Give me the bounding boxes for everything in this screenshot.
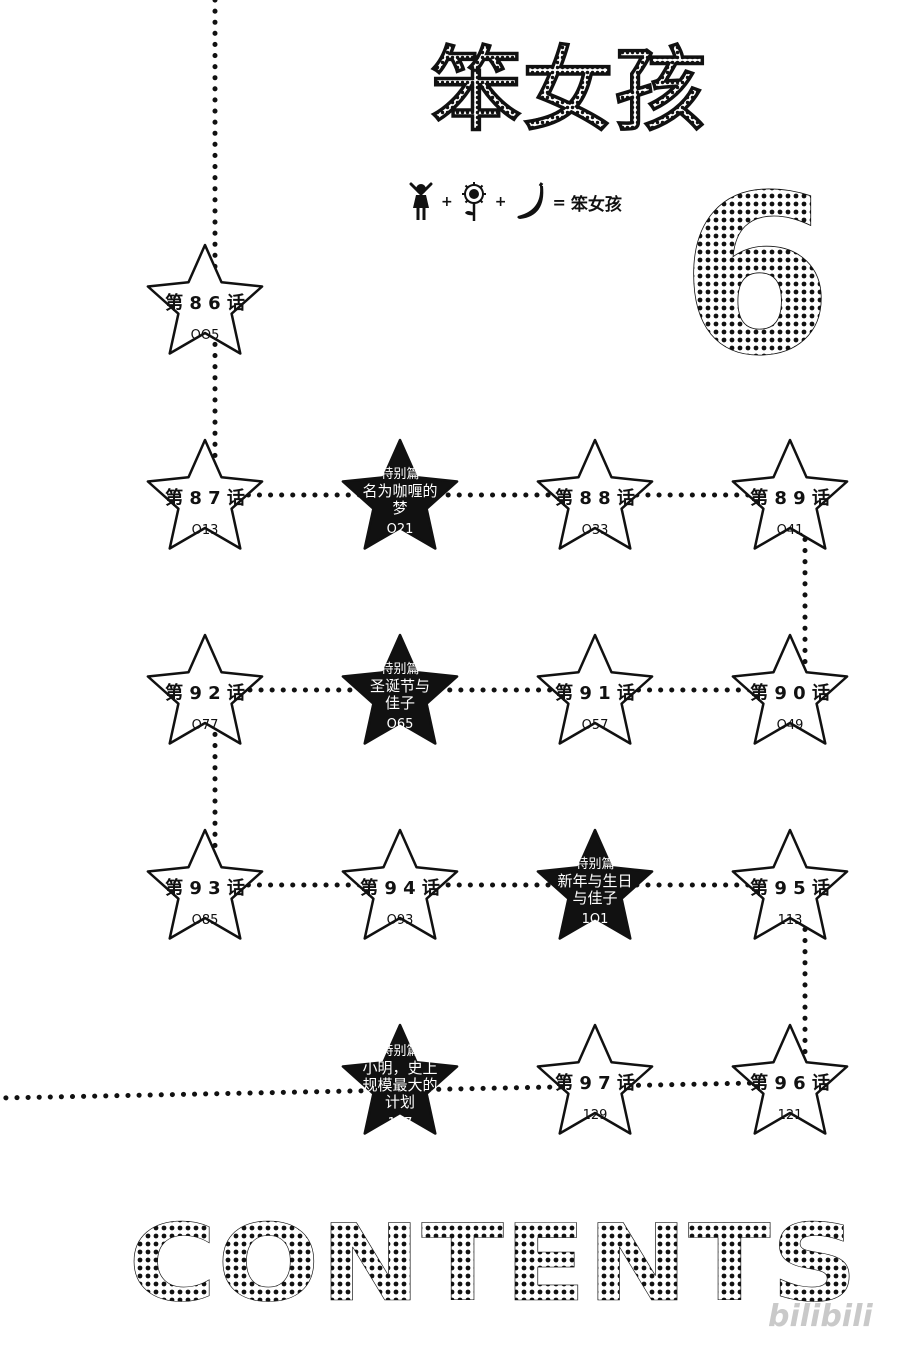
chapter-page: O57 bbox=[582, 718, 609, 733]
chapter-title: 第 8 6 话 bbox=[165, 292, 245, 314]
chapter-title: 第 9 1 话 bbox=[555, 682, 635, 704]
chapter-title: 第 9 7 话 bbox=[555, 1072, 635, 1094]
special-title-line: 佳子 bbox=[385, 694, 415, 712]
banana-icon bbox=[517, 182, 544, 219]
sunflower-icon bbox=[461, 182, 486, 221]
contents-label: CONTENTS bbox=[128, 1202, 858, 1325]
star-shape bbox=[341, 633, 459, 745]
chapter-page: O49 bbox=[777, 718, 804, 733]
chapter-page: 113 bbox=[778, 913, 803, 928]
plus-sign: + bbox=[494, 194, 507, 210]
chapter-page: O85 bbox=[192, 913, 219, 928]
chapter-title: 第 9 4 话 bbox=[360, 877, 440, 899]
chapter-page: 121 bbox=[778, 1108, 803, 1123]
chapter-star: 第 9 5 话 113 bbox=[731, 828, 849, 940]
chapter-page: OO5 bbox=[191, 328, 220, 343]
special-title-line: 规模最大的 bbox=[362, 1076, 437, 1094]
girl-figure-icon bbox=[409, 182, 433, 220]
special-title-line: 圣诞节与 bbox=[370, 677, 430, 695]
chapter-page: O21 bbox=[387, 522, 414, 537]
star-shape bbox=[341, 438, 459, 550]
star-shape bbox=[146, 243, 264, 355]
star-shape bbox=[536, 1023, 654, 1135]
special-title-line: 与佳子 bbox=[572, 889, 617, 907]
special-label: 特别篇 bbox=[380, 662, 419, 677]
star-shape bbox=[536, 633, 654, 745]
bilibili-watermark: bilibili bbox=[768, 1299, 873, 1334]
star-shape bbox=[146, 828, 264, 940]
star-shape bbox=[146, 438, 264, 550]
chapter-star: 第 8 6 话 OO5 bbox=[146, 243, 264, 355]
chapter-star: 第 9 1 话 O57 bbox=[536, 633, 654, 745]
special-title-line: 名为咖喱的 bbox=[362, 482, 437, 500]
special-title-line: 新年与生日 bbox=[557, 872, 632, 890]
chapter-star: 第 8 7 话 O13 bbox=[146, 438, 264, 550]
chapter-title: 第 8 8 话 bbox=[555, 487, 635, 509]
chapter-title: 第 8 9 话 bbox=[750, 487, 830, 509]
equals-sign: = bbox=[552, 192, 565, 212]
chapter-star: 第 8 9 话 O41 bbox=[731, 438, 849, 550]
chapter-star: 第 9 4 话 O93 bbox=[341, 828, 459, 940]
chapter-title: 第 9 0 话 bbox=[750, 682, 830, 704]
chapter-star: 第 9 2 话 O77 bbox=[146, 633, 264, 745]
plus-sign: + bbox=[441, 194, 453, 210]
chapter-title: 第 9 3 话 bbox=[165, 877, 245, 899]
special-label: 特别篇 bbox=[380, 1044, 419, 1059]
special-label: 特别篇 bbox=[380, 467, 419, 482]
chapter-page: O13 bbox=[192, 523, 219, 538]
star-shape bbox=[731, 438, 849, 550]
chapter-title: 第 9 5 话 bbox=[750, 877, 830, 899]
chapter-star: 第 9 3 话 O85 bbox=[146, 828, 264, 940]
chapter-title: 第 8 7 话 bbox=[165, 487, 245, 509]
special-title-line: 梦 bbox=[392, 499, 407, 517]
chapter-star: 第 9 0 话 O49 bbox=[731, 633, 849, 745]
special-label: 特别篇 bbox=[575, 857, 614, 872]
star-shape bbox=[341, 828, 459, 940]
special-title-line: 小明，史上 bbox=[362, 1059, 437, 1077]
volume-number: 6 bbox=[680, 148, 833, 404]
tagline-title: 笨女孩 bbox=[570, 194, 622, 215]
star-shape bbox=[146, 633, 264, 745]
chapter-page: O65 bbox=[387, 717, 414, 732]
chapter-page: 129 bbox=[583, 1108, 608, 1123]
chapter-page: 137 bbox=[388, 1116, 413, 1131]
star-shape bbox=[536, 438, 654, 550]
chapter-page: O41 bbox=[777, 523, 804, 538]
star-shape bbox=[341, 1023, 459, 1135]
chapter-page: O77 bbox=[192, 718, 219, 733]
chapter-title: 第 9 2 话 bbox=[165, 682, 245, 704]
star-shape bbox=[731, 1023, 849, 1135]
chapter-page: 1O1 bbox=[582, 912, 609, 927]
chapter-star: 第 8 8 话 O33 bbox=[536, 438, 654, 550]
chapter-page: O33 bbox=[582, 523, 609, 538]
star-shape bbox=[536, 828, 654, 940]
chapter-title: 第 9 6 话 bbox=[750, 1072, 830, 1094]
special-title-line: 计划 bbox=[385, 1093, 415, 1111]
chapter-star: 第 9 7 话 129 bbox=[536, 1023, 654, 1135]
chapter-star: 第 9 6 话 121 bbox=[731, 1023, 849, 1135]
book-title: 笨女孩 bbox=[430, 37, 706, 144]
chapter-page: O93 bbox=[387, 913, 414, 928]
tagline: + + = 笨女孩 bbox=[407, 180, 622, 224]
star-shape bbox=[731, 633, 849, 745]
star-shape bbox=[731, 828, 849, 940]
